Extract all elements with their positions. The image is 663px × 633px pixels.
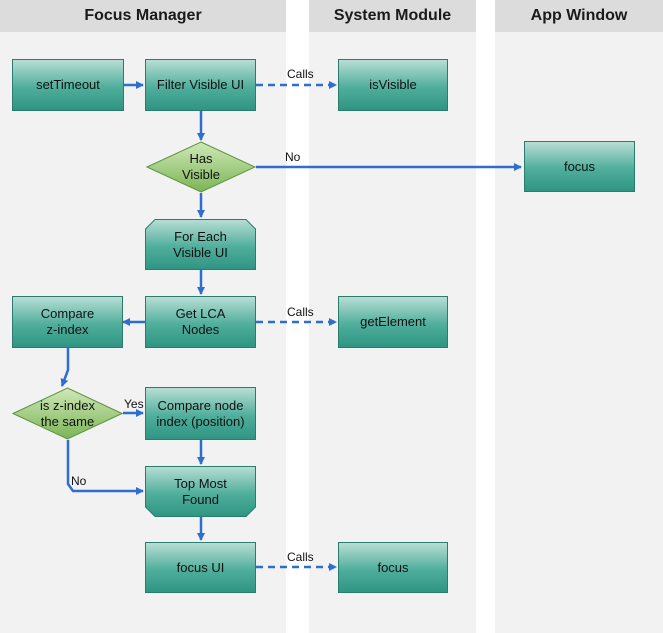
node-focus-app-window: focus [524,141,635,192]
node-filter-visible-ui: Filter Visible UI [145,59,256,111]
edge-label-calls: Calls [287,67,314,81]
loop-for-each-visible-ui: For Each Visible UI [145,219,256,270]
node-getelement: getElement [338,296,448,348]
edge-label-calls: Calls [287,305,314,319]
lane-app-window: App Window [495,0,663,633]
edge-label-calls: Calls [287,550,314,564]
edge-label-no: No [285,150,301,164]
node-focus-system: focus [338,542,448,593]
node-compare-z-index: Compare z-index [12,296,123,348]
lane-title-system-module: System Module [309,0,476,32]
node-focus-ui: focus UI [145,542,256,593]
edge-iszsame-topmost [66,440,144,495]
decision-is-z-index-same: is z-index the same [12,387,123,440]
edge-label-no: No [71,474,87,488]
lane-title-focus-manager: Focus Manager [0,0,286,32]
node-get-lca-nodes: Get LCA Nodes [145,296,256,348]
edge-comparez-iszsame [60,348,70,387]
edge-label-yes: Yes [124,397,144,411]
lane-title-app-window: App Window [495,0,663,32]
node-isvisible: isVisible [338,59,448,111]
decision-has-visible: Has Visible [146,141,256,193]
node-settimeout: setTimeout [12,59,124,111]
loop-end-top-most-found: Top Most Found [145,466,256,517]
node-compare-node-index: Compare node index (position) [145,387,256,440]
